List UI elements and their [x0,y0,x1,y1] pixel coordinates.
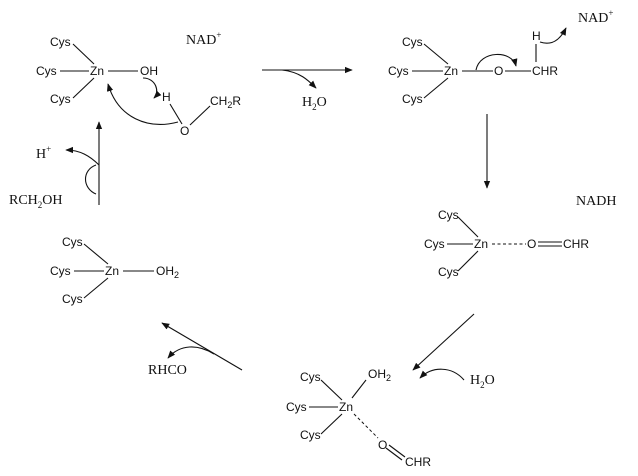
cys-label: Cys [300,428,321,442]
water-release-arrow [281,69,317,89]
complex-zn-alkoxide: Cys Cys Cys Zn O CHR H [388,27,567,106]
chr-label: CHR [405,455,431,469]
ethanol-in-arrow [84,164,97,195]
zn-o-coordination [353,413,379,439]
h-label: H [532,29,541,43]
cys-zn-bond [83,277,109,299]
oh-label: OH [140,64,158,78]
cys-label: Cys [402,92,423,106]
nad-plus-label: NAD+ [578,8,613,26]
cys-label: Cys [388,64,409,78]
reaction-arrow-3 [412,313,475,371]
h-o-bond [169,103,183,125]
ethanol-label: RCH2OH [9,193,63,210]
aldehyde-label: RHCO [148,363,187,378]
h-label: H [162,90,171,104]
cys-label: Cys [50,264,71,278]
nadh-label: NADH [576,194,616,209]
cys-zn-bond [72,43,95,65]
proton-release-arrow [65,146,100,166]
cys-label: Cys [50,92,71,106]
cys-label: Cys [438,265,459,279]
zn-label: Zn [444,64,458,78]
complex-zn-hydroxide-alcohol: Cys Cys Cys Zn OH H O CH2R [36,35,241,138]
cys-zn-bond [320,379,343,401]
zn-label: Zn [474,237,488,251]
cys-zn-bond [83,243,109,265]
chr-label: CHR [563,237,589,251]
cys-label: Cys [424,237,445,251]
o-label: O [378,438,387,452]
c-o-double-bond [385,447,403,461]
oh2-label: OH2 [156,264,179,280]
complex-zn-water: Cys Cys Cys Zn OH2 [50,235,179,306]
cys-zn-bond [320,413,343,435]
complex-zn-aldehyde: Cys Cys Cys Zn O CHR [424,208,589,279]
oh2-label: OH2 [368,367,391,383]
water-label: H2O [470,373,495,390]
cys-zn-bond [72,77,95,99]
curved-arrow-o-to-zn [106,83,179,125]
cys-label: Cys [62,235,83,249]
complex-zn-water-aldehyde: Cys Cys Cys Zn OH2 O CHR [286,367,431,469]
cys-zn-bond [457,250,479,272]
ch2r-label: CH2R [210,94,241,110]
cys-label: Cys [286,400,307,414]
zn-label: Zn [90,64,104,78]
aldehyde-release-arrow [167,346,215,359]
chr-label: CHR [532,64,558,78]
water-addition-arrow [419,368,465,381]
zn-label: Zn [339,400,353,414]
hydride-transfer-arrow [539,27,567,44]
c-o-double-bond [388,444,406,458]
zn-oh2-bond [351,379,367,399]
h-plus-label: H+ [36,144,51,162]
cys-zn-bond [457,216,479,238]
water-label: H2O [302,95,327,112]
cys-zn-bond [423,43,449,65]
o-ch2-bond [189,105,211,126]
cys-label: Cys [402,35,423,49]
curved-arrow-oh-to-h [142,77,162,99]
curved-arrow-o-to-c [475,53,518,71]
cys-label: Cys [62,292,83,306]
o-label: O [494,64,503,78]
cys-label: Cys [300,370,321,384]
reaction-arrow-4 [161,322,243,371]
cys-zn-bond [423,77,449,99]
o-label: O [180,124,189,138]
zn-label: Zn [105,264,119,278]
cys-label: Cys [438,208,459,222]
o-label: O [527,237,536,251]
cys-label: Cys [50,35,71,49]
cys-label: Cys [36,64,57,78]
nad-plus-label: NAD+ [186,30,221,48]
